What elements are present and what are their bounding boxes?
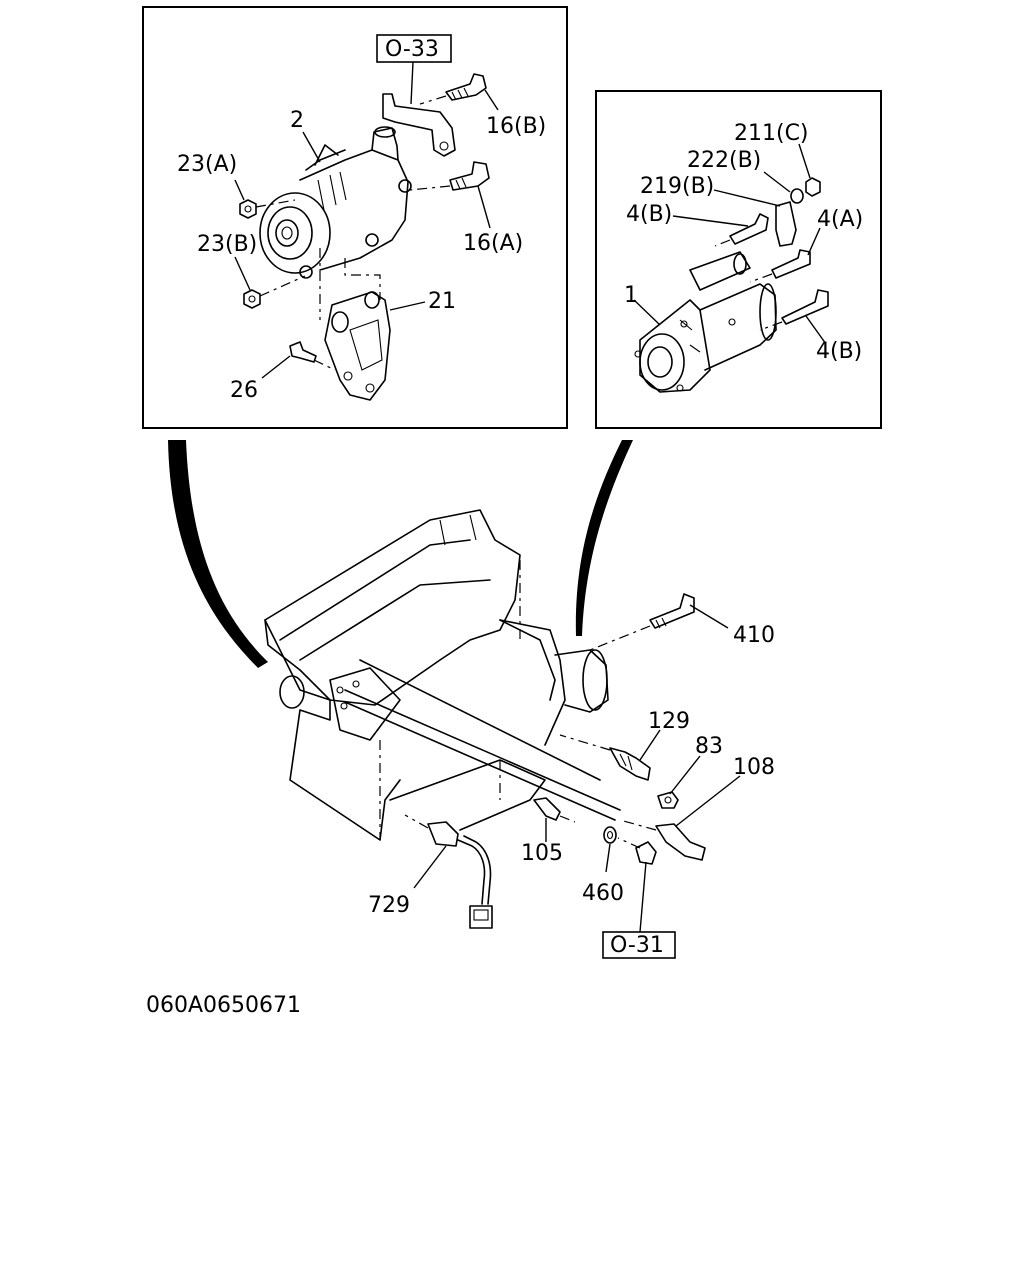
bolt-16b-part xyxy=(419,73,487,105)
alternator-part xyxy=(259,126,412,279)
engine-block-part xyxy=(264,509,621,841)
label-460: 460 xyxy=(582,881,624,906)
sensor-129-part xyxy=(559,734,651,781)
ref-box-o33[interactable] xyxy=(376,34,452,63)
label-4a: 4(A) xyxy=(817,207,863,232)
alternator-panel: O-33 16(B) xyxy=(142,6,568,429)
ref-box-o31[interactable] xyxy=(602,931,676,959)
drain-plug-part xyxy=(617,837,657,865)
label-2: 2 xyxy=(290,108,304,133)
alternator-panel-frame xyxy=(142,6,568,429)
label-4b-top: 4(B) xyxy=(626,202,672,227)
nut-211c-part xyxy=(805,177,821,197)
starter-panel: 211(C) 222(B) 219(B) 4(B) 4(A) 4(B) xyxy=(595,90,882,429)
bolt-4b-bottom-part xyxy=(759,289,829,331)
bolt-4a-part xyxy=(749,249,811,283)
label-105: 105 xyxy=(521,841,563,866)
ref-label-o33: O-33 xyxy=(385,37,439,62)
bolt-4b-top-part xyxy=(714,213,769,247)
terminal-219b-part xyxy=(775,201,797,247)
switch-108-part xyxy=(619,819,706,861)
label-23a: 23(A) xyxy=(177,152,237,177)
label-16b: 16(B) xyxy=(486,114,546,139)
label-222b: 222(B) xyxy=(687,148,761,173)
label-21: 21 xyxy=(428,289,456,314)
diagram-id: 060A0650671 xyxy=(146,993,301,1018)
nut-23a-part xyxy=(239,199,296,219)
bolt-410-part xyxy=(589,593,695,651)
label-729: 729 xyxy=(368,893,410,918)
label-410: 410 xyxy=(733,623,775,648)
label-83: 83 xyxy=(695,734,723,759)
bracket-21-part xyxy=(324,291,391,401)
connector-sweep-left xyxy=(168,440,268,668)
washer-222b-part xyxy=(790,188,804,204)
label-211c: 211(C) xyxy=(734,121,809,146)
bolt-16a-part xyxy=(409,161,490,191)
label-1: 1 xyxy=(624,283,638,308)
ref-label-o31: O-31 xyxy=(610,933,664,958)
plug-83-part xyxy=(657,791,679,809)
nut-23b-part xyxy=(243,275,306,309)
label-23b: 23(B) xyxy=(197,232,257,257)
label-4b-bottom: 4(B) xyxy=(816,339,862,364)
starter-motor-part xyxy=(634,251,777,393)
label-108: 108 xyxy=(733,755,775,780)
label-16a: 16(A) xyxy=(463,231,523,256)
label-26: 26 xyxy=(230,378,258,403)
connector-sweep-right xyxy=(575,440,633,636)
bolt-26-part xyxy=(289,341,336,371)
washer-460-part xyxy=(603,826,617,844)
alternator-bracket-part xyxy=(382,93,456,157)
starter-panel-frame xyxy=(595,90,882,429)
sensor-105-part xyxy=(533,797,576,823)
label-219b: 219(B) xyxy=(640,174,714,199)
label-129: 129 xyxy=(648,709,690,734)
sensor-729-part xyxy=(404,814,493,929)
